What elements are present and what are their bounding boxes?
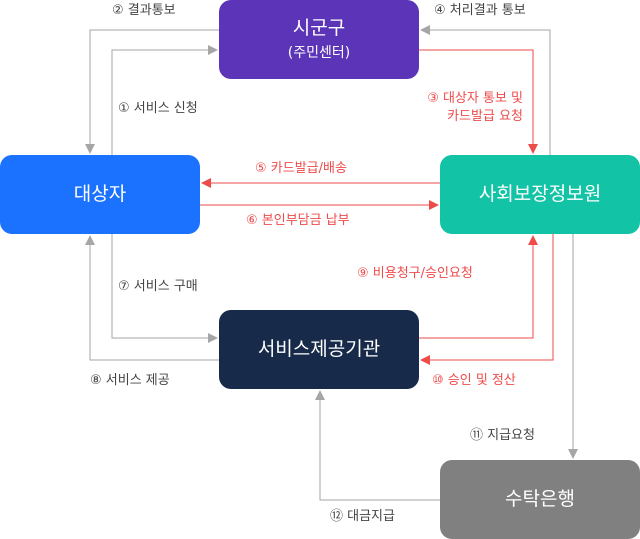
- node-recipient-title: 대상자: [73, 183, 127, 206]
- label-step-3-line2: 카드발급 요청: [447, 109, 523, 124]
- arrow-service-purchase: [111, 234, 218, 343]
- arrow-fund-payment: [315, 390, 440, 501]
- node-city-title: 시군구: [292, 17, 346, 40]
- node-recipient: 대상자: [0, 155, 200, 234]
- node-city-office: 시군구 (주민센터): [219, 0, 419, 79]
- arrow-cost-claim: [419, 235, 538, 339]
- node-provider-title: 서비스제공기관: [257, 338, 381, 361]
- label-step-9: ⑨ 비용청구/승인요청: [357, 266, 473, 281]
- arrow-target-notice: [419, 49, 538, 154]
- label-step-11: ⑪ 지급요청: [470, 428, 535, 443]
- label-step-10: ⑩ 승인 및 정산: [432, 373, 516, 388]
- label-step-7: ⑦ 서비스 구매: [118, 279, 198, 294]
- arrow-approval-settlement: [420, 234, 554, 365]
- arrow-result-notice: [85, 29, 219, 154]
- node-service-provider: 서비스제공기관: [219, 310, 419, 389]
- label-step-8: ⑧ 서비스 제공: [90, 373, 170, 388]
- node-trust-bank: 수탁은행: [440, 460, 640, 539]
- label-step-4: ④ 처리결과 통보: [434, 3, 526, 18]
- label-step-5: ⑤ 카드발급/배송: [255, 161, 347, 176]
- arrow-processing-result: [420, 25, 551, 155]
- label-step-6: ⑥ 본인부담금 납부: [246, 213, 350, 228]
- arrow-service-application: [111, 45, 218, 155]
- label-step-12: ⑫ 대금지급: [330, 509, 395, 524]
- label-step-3-line1: ③ 대상자 통보 및: [427, 91, 523, 106]
- label-step-2: ② 결과통보: [112, 3, 176, 18]
- node-city-subtitle: (주민센터): [287, 44, 351, 61]
- label-step-3: ③ 대상자 통보 및 카드발급 요청: [380, 90, 523, 126]
- node-bank-title: 수탁은행: [505, 488, 575, 511]
- node-social-security-service: 사회보장정보원: [440, 155, 640, 234]
- label-step-1: ① 서비스 신청: [118, 101, 198, 116]
- arrow-service-provision: [85, 235, 219, 361]
- node-ssis-title: 사회보장정보원: [478, 183, 602, 206]
